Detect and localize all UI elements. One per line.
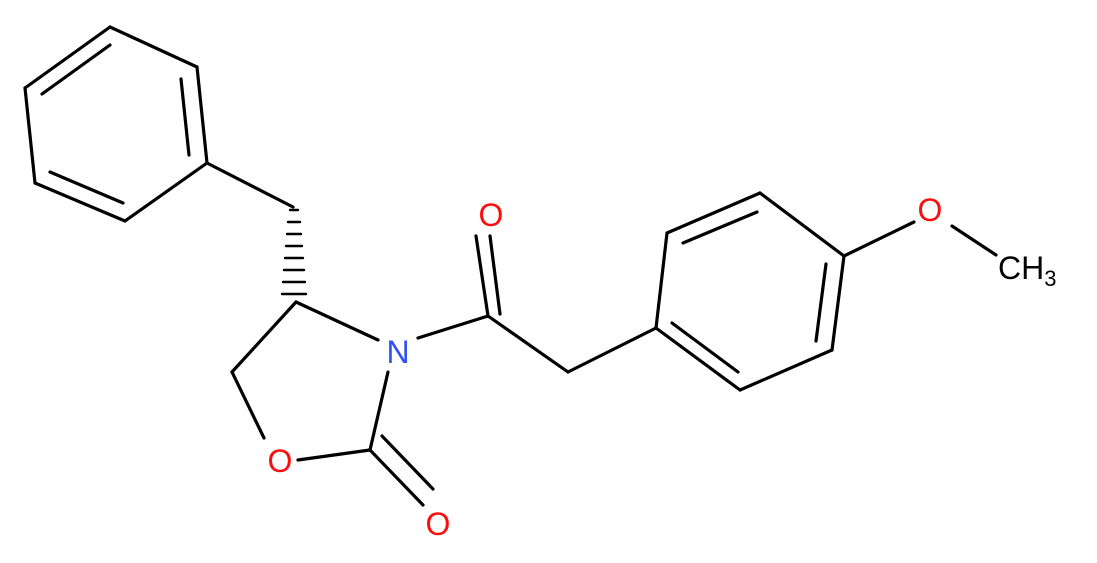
nitrogen-atom-label: N xyxy=(386,334,409,370)
bond xyxy=(230,370,266,440)
bond xyxy=(368,448,425,507)
bond xyxy=(195,65,209,165)
bond xyxy=(830,254,846,352)
bond xyxy=(33,181,127,223)
methoxyphenyl-ring xyxy=(654,191,846,392)
bond xyxy=(230,300,298,374)
bond xyxy=(48,170,125,205)
hashed-wedge-bond xyxy=(280,208,308,296)
bond xyxy=(566,326,658,374)
bond xyxy=(23,25,112,90)
bond xyxy=(474,234,490,318)
bond xyxy=(108,25,199,69)
bond xyxy=(758,191,846,258)
bond xyxy=(738,348,834,392)
bond xyxy=(368,370,390,452)
bond xyxy=(296,448,372,462)
bond xyxy=(814,262,828,343)
bond xyxy=(123,161,209,223)
methoxy-oxygen-atom-label: O xyxy=(918,192,943,228)
bond xyxy=(681,210,759,245)
bond xyxy=(380,434,435,491)
bond xyxy=(488,234,502,316)
bond xyxy=(654,326,742,392)
methyl-group-label: CH3 xyxy=(998,250,1056,291)
bond xyxy=(205,161,295,209)
bond xyxy=(23,86,37,185)
bond xyxy=(950,224,998,257)
acyl-oxygen-atom-label: O xyxy=(479,197,504,233)
methyl-subscript: 3 xyxy=(1044,266,1056,291)
bond xyxy=(294,300,380,342)
bond xyxy=(416,314,490,340)
methyl-ch-text: CH xyxy=(998,250,1044,286)
bond xyxy=(665,191,762,235)
bond xyxy=(179,77,191,157)
bond xyxy=(670,321,740,374)
bond xyxy=(654,231,669,330)
oxazolidinone-ring xyxy=(230,300,435,507)
acyl-group xyxy=(416,234,658,374)
ring-carbonyl-oxygen-label: O xyxy=(426,506,451,542)
bond xyxy=(842,220,916,258)
bond xyxy=(486,314,570,374)
bond xyxy=(40,43,112,96)
ring-oxygen-atom-label: O xyxy=(268,443,293,479)
phenyl-ring xyxy=(23,25,209,223)
